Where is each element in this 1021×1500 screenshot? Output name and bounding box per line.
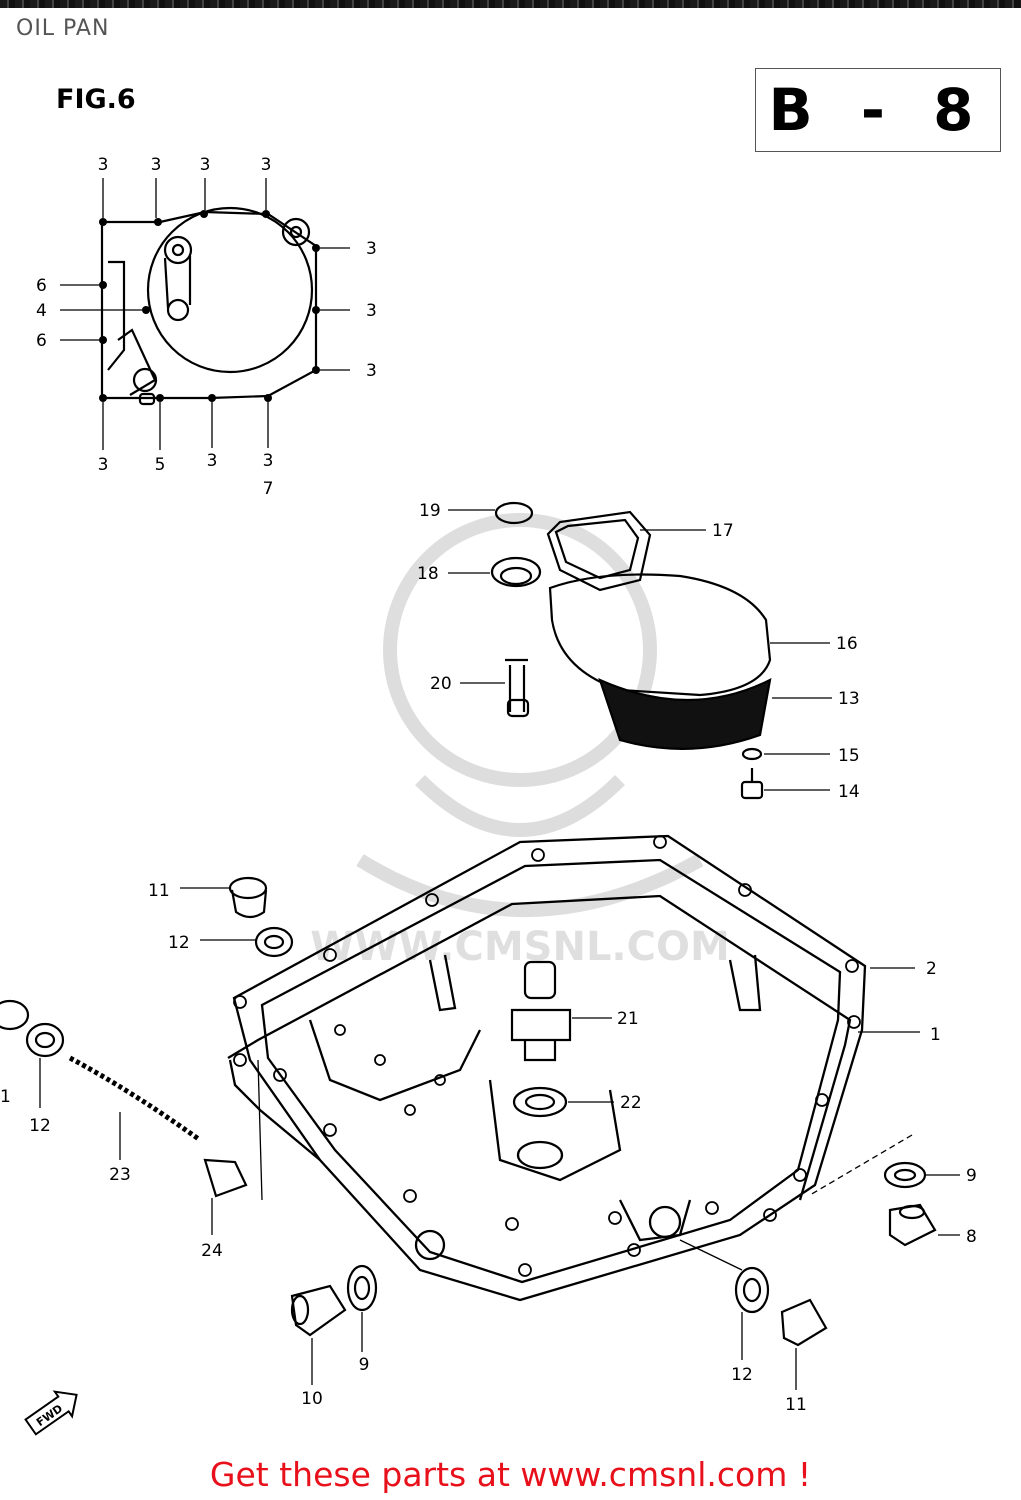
- oil-pan-bolt-holes: [233, 835, 861, 1277]
- callout-label: 3: [151, 155, 162, 175]
- figure-label: FIG.6: [56, 84, 136, 115]
- callout-label: 1: [930, 1025, 941, 1045]
- oil-pan-body: [227, 834, 867, 1302]
- callout-label: 12: [168, 933, 190, 953]
- callout-label: 2: [926, 959, 937, 979]
- callout-label: 21: [617, 1009, 639, 1029]
- cover-bolts: [99, 210, 320, 402]
- strainer-assembly: [490, 501, 772, 800]
- callout-label: 3: [98, 455, 109, 475]
- callout-label: 14: [838, 782, 860, 802]
- callout-labels: 3 3 3 3 3 3 3 6 4 6 3 5 3 3 7 19 17 18 1…: [0, 155, 977, 1415]
- callout-label: 3: [261, 155, 272, 175]
- callout-label: 3: [207, 451, 218, 471]
- oil-pan-cover-outline: [100, 206, 318, 406]
- callout-label: 19: [419, 501, 441, 521]
- callout-label: 20: [430, 674, 452, 694]
- callout-label: 9: [359, 1355, 370, 1375]
- callout-label: 16: [836, 634, 858, 654]
- oil-pan-parts: [0, 876, 937, 1347]
- callout-label: 17: [712, 521, 734, 541]
- callout-label: 7: [263, 479, 274, 499]
- callout-label: 23: [109, 1165, 131, 1185]
- callout-label: 4: [36, 301, 47, 321]
- callout-label: 15: [838, 746, 860, 766]
- watermark-text: WWW.CMSNL.COM: [310, 924, 730, 970]
- section-code-box: B - 8: [755, 68, 1001, 152]
- callout-label: 12: [29, 1116, 51, 1136]
- callout-label: 18: [417, 564, 439, 584]
- callout-label: 11: [148, 881, 170, 901]
- strainer-leader-lines: [448, 509, 832, 791]
- callout-label: 5: [155, 455, 166, 475]
- callout-label: 3: [366, 361, 377, 381]
- callout-label: 22: [620, 1093, 642, 1113]
- callout-label: 3: [200, 155, 211, 175]
- callout-label: 13: [838, 689, 860, 709]
- callout-label: 9: [966, 1166, 977, 1186]
- callout-label: 3: [263, 451, 274, 471]
- callout-label: 3: [98, 155, 109, 175]
- cta-link[interactable]: Get these parts at www.cmsnl.com !: [209, 1455, 812, 1494]
- oil-pan-leader-lines: [39, 887, 960, 1390]
- top-border: [0, 0, 1021, 8]
- callout-label: 10: [301, 1389, 323, 1409]
- page-title: OIL PAN: [16, 16, 110, 41]
- callout-label: 1: [0, 1087, 11, 1107]
- callout-label: 3: [366, 301, 377, 321]
- callout-label: 6: [36, 331, 47, 351]
- callout-label: 8: [966, 1227, 977, 1247]
- callout-label: 3: [366, 239, 377, 259]
- callout-label: 6: [36, 276, 47, 296]
- fwd-arrow-icon: FWD: [24, 1390, 78, 1436]
- callout-label: 12: [731, 1365, 753, 1385]
- callout-label: 11: [785, 1395, 807, 1415]
- watermark-logo: [356, 513, 704, 917]
- cover-leader-lines: [60, 178, 350, 450]
- callout-label: 24: [201, 1241, 223, 1261]
